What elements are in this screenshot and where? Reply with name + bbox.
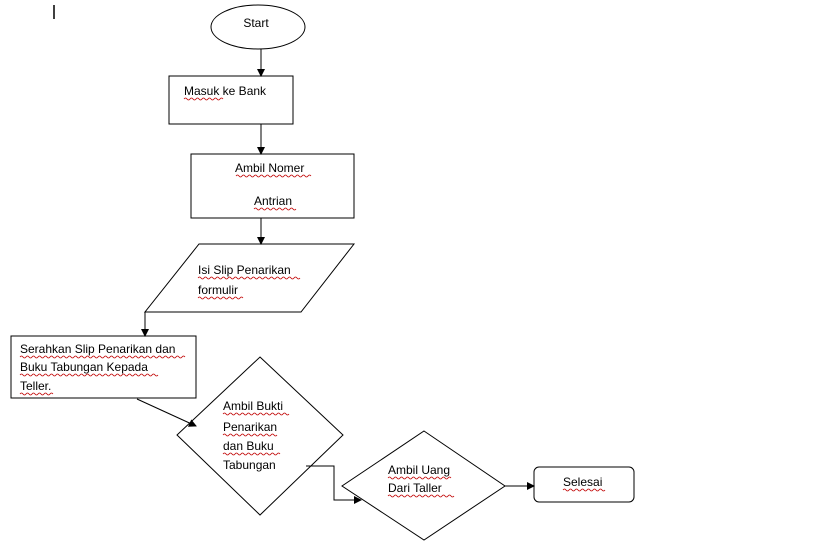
masuk-ke-bank-label: Masuk ke Bank (184, 84, 267, 98)
isi-slip-label: Isi Slip Penarikan (198, 263, 291, 277)
masuk-ke-bank-box[interactable] (168, 75, 294, 125)
formulir-label: formulir (198, 283, 238, 297)
serahkan-slip-box[interactable] (10, 335, 197, 399)
start-terminal[interactable] (210, 4, 306, 50)
selesai-label: Selesai (563, 475, 602, 489)
bukti-line-2: Penarikan (223, 420, 277, 434)
ambil-bukti-diamond[interactable] (176, 356, 344, 516)
ambil-nomer-antrian-box[interactable] (190, 153, 355, 219)
connector-slip-serahkan (141, 311, 187, 337)
bukti-line-3: dan Buku (223, 439, 274, 453)
bukti-line-1: Ambil Bukti (223, 399, 283, 413)
connector-bukti-uang (306, 465, 362, 504)
serahkan-line-2: Buku Tabungan Kepada (20, 360, 148, 374)
antrian-label: Antrian (254, 194, 292, 208)
spellcheck-underlines (19, 97, 606, 498)
uang-line-1: Ambil Uang (388, 463, 450, 477)
serahkan-line-3: Teller. (20, 379, 51, 393)
connector-serahkan-bukti (136, 398, 197, 427)
ambil-uang-diamond[interactable] (341, 430, 506, 541)
ambil-nomer-label: Ambil Nomer (235, 161, 304, 175)
start-label: Start (243, 16, 269, 30)
serahkan-line-1: Serahkan Slip Penarikan dan (20, 342, 175, 356)
uang-line-2: Dari Taller (388, 481, 442, 495)
bukti-line-4: Tabungan (223, 458, 276, 472)
